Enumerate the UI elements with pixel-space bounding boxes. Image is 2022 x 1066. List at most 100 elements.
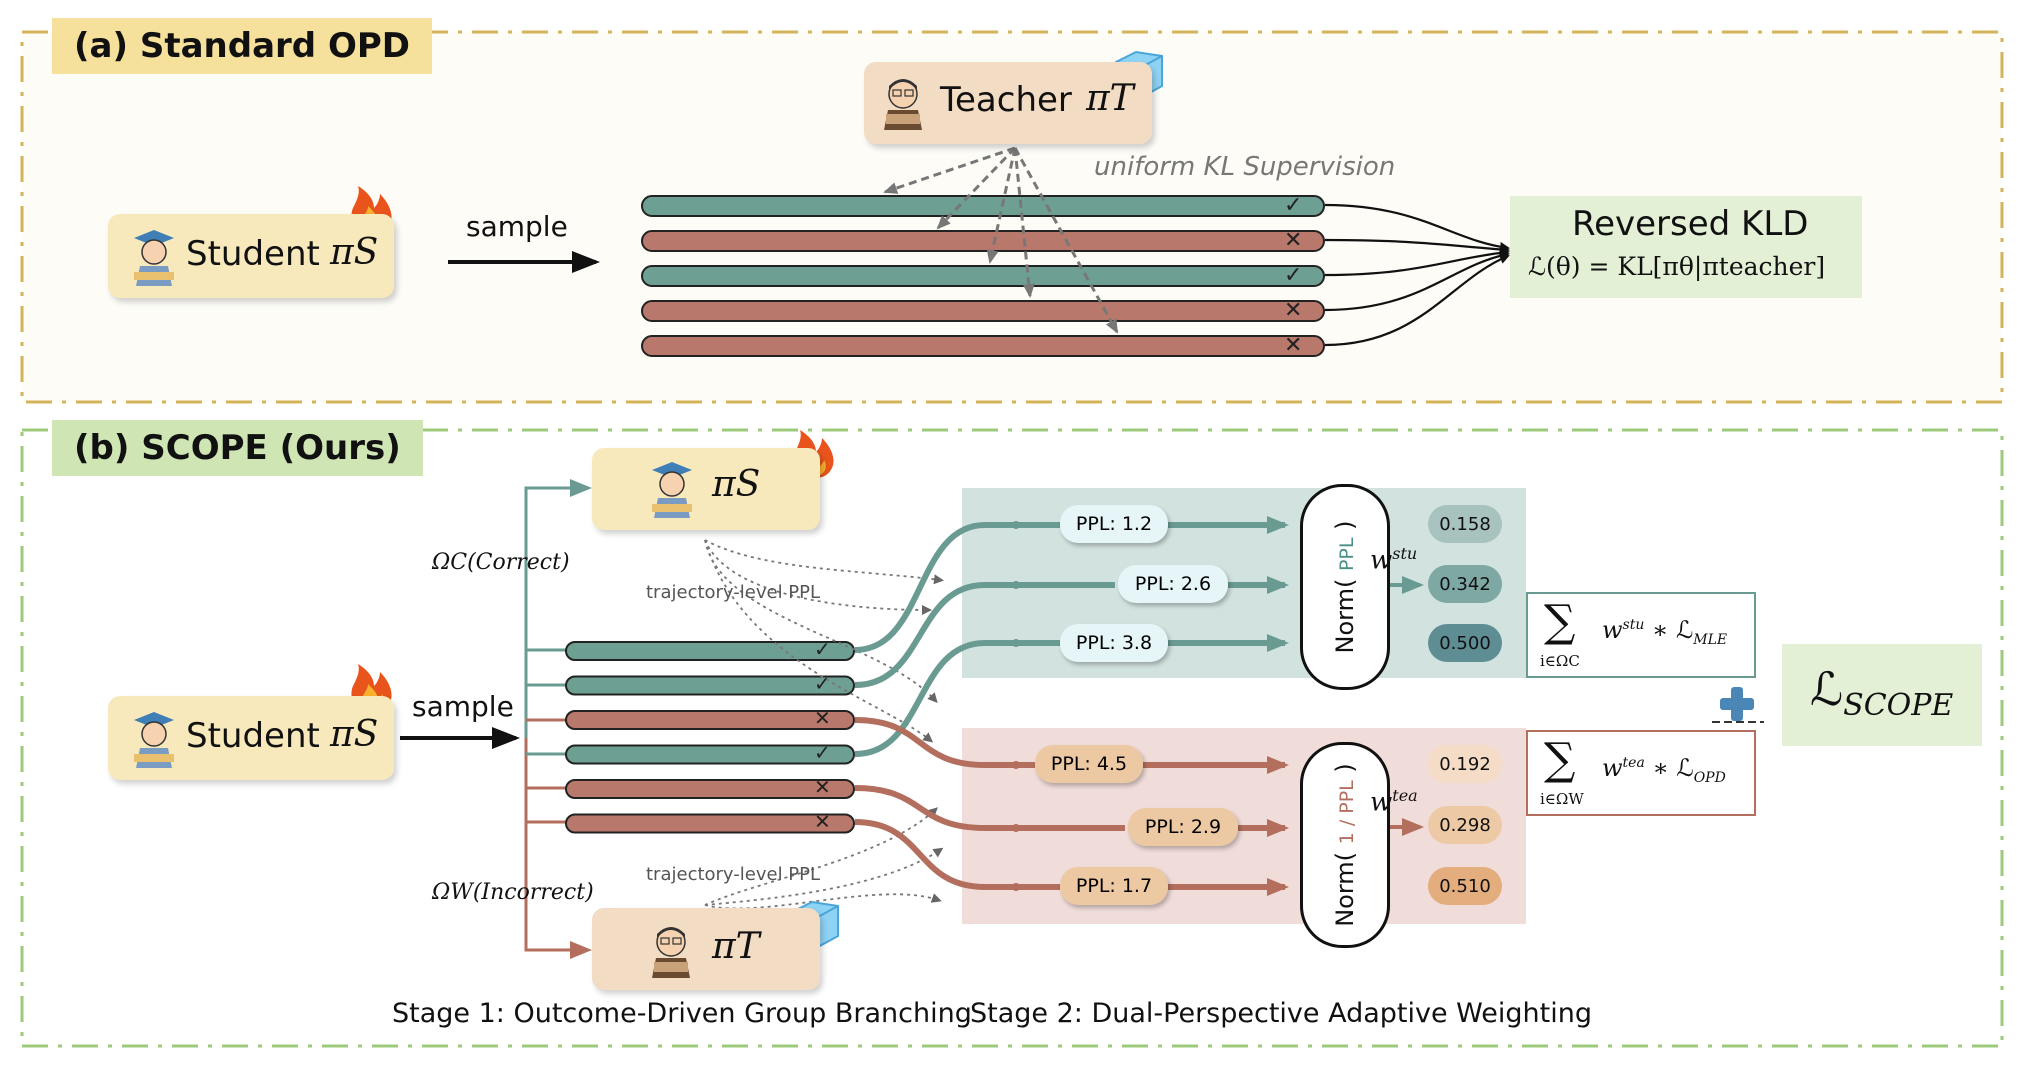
sum-opd-box: ∑ i∈ΩW wtea ∗ ℒOPD (1526, 730, 1756, 816)
stage1-label: Stage 1: Outcome-Driven Group Branching (392, 998, 972, 1029)
reversed-kld-title: Reversed KLD (1572, 204, 1809, 244)
sum-opd-term: wtea ∗ ℒOPD (1602, 754, 1726, 786)
correct-trajectory-curves (854, 522, 1115, 757)
correct-group-label: ΩC(Correct) (432, 550, 570, 575)
sum-opd-loss-sub: OPD (1693, 769, 1726, 786)
norm-inv-ppl-prefix: Norm( (1331, 851, 1359, 927)
weight-correct-3: 0.500 (1428, 624, 1502, 662)
ppl-pill-incorrect-1: PPL: 4.5 (1035, 745, 1143, 783)
sum-mle-w: w (1602, 616, 1623, 644)
kl-supervision-arrows (883, 146, 1119, 334)
b-trajectory-bar-5 (565, 779, 855, 799)
norm-inv-ppl-text: Norm( 1 / PPL ) (1331, 763, 1359, 927)
norm-ppl-inner: PPL (1336, 537, 1358, 572)
curve-nodes (1012, 521, 1020, 891)
sum-opd-w: w (1602, 754, 1623, 782)
sum-mle-loss-sub: MLE (1693, 631, 1728, 648)
b-trajectory-bar-3 (565, 710, 855, 730)
norm-ppl-text: Norm( PPL ) (1331, 521, 1359, 654)
cross-icon: ✕ (1284, 228, 1302, 253)
student-label-a: Student (186, 234, 320, 274)
cross-icon: ✕ (814, 775, 831, 799)
teacher-box-a: Teacher πT (864, 62, 1152, 144)
student-label-b: Student (186, 716, 320, 756)
weight-incorrect-1: 0.192 (1428, 745, 1502, 783)
cross-icon: ✕ (814, 706, 831, 730)
weight-correct-1: 0.158 (1428, 505, 1502, 543)
reversed-kld-box: Reversed KLD ℒ(θ) = KL[πθ|πteacher] (1510, 196, 1862, 298)
teacher-branch-box: πT (592, 908, 820, 990)
incorrect-trajectory-curves (854, 717, 1125, 890)
sum-opd-sigma: ∑ (1544, 734, 1576, 785)
check-icon: ✓ (814, 672, 831, 696)
weight-incorrect-3: 0.510 (1428, 867, 1502, 905)
a-trajectory-bar-4 (641, 300, 1325, 322)
student-symbol-a: πS (330, 232, 379, 273)
norm-inv-ppl-box: Norm( 1 / PPL ) (1300, 742, 1390, 948)
student-avatar-icon (134, 230, 174, 286)
scope-loss-sub: SCOPE (1843, 688, 1954, 724)
weight-incorrect-2: 0.298 (1428, 806, 1502, 844)
norm-inv-ppl-suffix: ) (1331, 763, 1359, 773)
ppl-pill-correct-1: PPL: 1.2 (1060, 505, 1168, 543)
norm-ppl-prefix: Norm( (1331, 578, 1359, 654)
panel-a-title: (a) Standard OPD (52, 18, 433, 74)
sum-mle-sigma: ∑ (1544, 596, 1576, 647)
w-stu-base: w (1370, 545, 1393, 576)
group-branching-lines (524, 479, 592, 959)
a-trajectory-bar-1 (641, 195, 1325, 217)
sum-mle-box: ∑ i∈ΩC wstu ∗ ℒMLE (1526, 592, 1756, 678)
sum-opd-sub: i∈ΩW (1540, 790, 1584, 808)
norm-ppl-box: Norm( PPL ) (1300, 484, 1390, 690)
teacher-branch-avatar-icon (652, 927, 690, 978)
uniform-kl-label: uniform KL Supervision (1094, 152, 1396, 182)
student-branch-avatar-icon (652, 462, 692, 518)
norm-inv-ppl-inner: 1 / PPL (1336, 780, 1358, 845)
traj-ppl-label-top: trajectory-level PPL (646, 582, 821, 603)
sum-mle-loss: ∗ ℒ (1652, 616, 1694, 644)
ppl-pill-incorrect-2: PPL: 2.9 (1128, 808, 1238, 846)
a-trajectory-bar-2 (641, 230, 1325, 252)
student-symbol-b: πS (330, 714, 379, 755)
sum-mle-term: wstu ∗ ℒMLE (1602, 616, 1727, 648)
ppl-to-norm-arrows (1143, 516, 1289, 896)
scope-loss-base: ℒ (1810, 662, 1844, 716)
stage2-label: Stage 2: Dual-Perspective Adaptive Weigh… (970, 998, 1593, 1029)
student-b-avatar-icon (134, 712, 174, 768)
check-icon: ✓ (1284, 263, 1302, 288)
incorrect-group-label: ΩW(Incorrect) (432, 880, 594, 905)
weight-correct-2: 0.342 (1428, 565, 1502, 603)
check-icon: ✓ (814, 637, 831, 661)
student-box-a: Student πS (108, 214, 394, 298)
w-tea-label: wtea (1370, 786, 1418, 818)
sum-opd-w-sup: tea (1622, 755, 1645, 771)
check-icon: ✓ (1284, 193, 1302, 218)
ppl-pill-correct-2: PPL: 2.6 (1118, 565, 1228, 603)
teacher-symbol-a: πT (1086, 78, 1134, 119)
check-icon: ✓ (814, 741, 831, 765)
sample-label-a: sample (466, 210, 568, 243)
w-stu-sup: stu (1392, 544, 1418, 563)
teacher-label-a: Teacher (940, 80, 1072, 120)
trajectory-bars-b: ✓ ✓ ✕ ✓ ✕ ✕ (565, 637, 855, 834)
b-trajectory-bar-1 (565, 641, 855, 661)
panel-b-title: (b) SCOPE (Ours) (52, 420, 423, 476)
norm-ppl-suffix: ) (1331, 520, 1359, 530)
cross-icon: ✕ (1284, 298, 1302, 323)
scope-loss-box: ℒSCOPE (1782, 644, 1982, 746)
b-trajectory-bar-4 (565, 744, 855, 765)
traj-ppl-label-bottom: trajectory-level PPL (646, 864, 821, 885)
trajectory-bars-a: ✓ ✕ ✓ ✕ ✕ (641, 193, 1325, 358)
cross-icon: ✕ (1284, 333, 1302, 358)
student-branch-symbol: πS (712, 464, 761, 505)
w-tea-sup: tea (1392, 786, 1418, 805)
reversed-kld-formula: ℒ(θ) = KL[πθ|πteacher] (1528, 252, 1826, 281)
b-trajectory-bar-6 (565, 813, 855, 834)
student-box-b: Student πS (108, 696, 394, 780)
ppl-pill-incorrect-3: PPL: 1.7 (1060, 867, 1168, 905)
sum-mle-w-sup: stu (1622, 617, 1645, 633)
cross-icon: ✕ (814, 810, 831, 834)
sum-mle-sub: i∈ΩC (1540, 652, 1580, 670)
